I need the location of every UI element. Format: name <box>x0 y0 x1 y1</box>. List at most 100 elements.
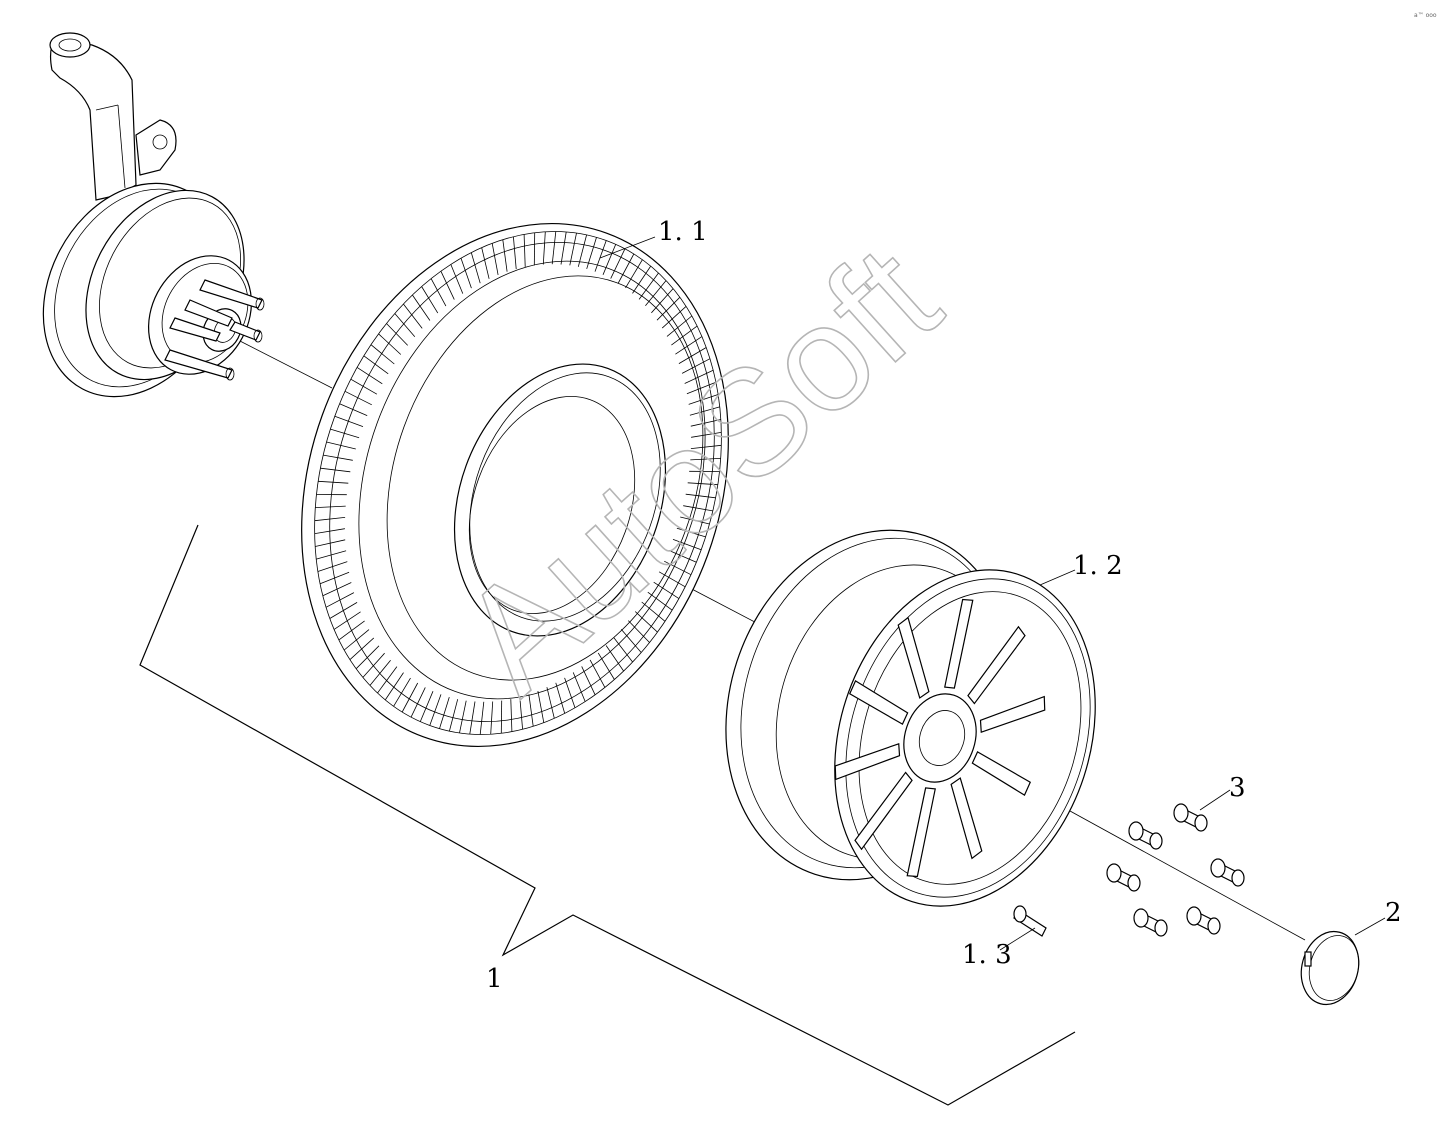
tread-groove <box>656 297 681 321</box>
steering-knuckle-hub <box>42 32 265 398</box>
assembly-bracket <box>139 524 1076 1106</box>
tread-groove <box>658 571 686 588</box>
tread-groove <box>319 571 350 585</box>
tread-groove <box>412 294 431 321</box>
tread-groove <box>419 691 434 722</box>
callout-rim: 1. 2 <box>1073 551 1123 581</box>
tread-groove <box>315 505 346 508</box>
tread-groove <box>318 480 349 484</box>
rim-spoke <box>944 598 974 689</box>
hub-cap <box>1300 930 1360 1006</box>
tread-groove <box>403 303 423 329</box>
tread-groove <box>401 682 419 713</box>
tread-groove <box>653 581 680 599</box>
tread-groove <box>317 561 348 572</box>
tread-groove <box>689 406 720 416</box>
tread-groove <box>675 336 703 355</box>
tread-groove <box>683 505 713 512</box>
tread-groove <box>613 637 633 663</box>
tread-groove <box>551 231 557 265</box>
tread-groove <box>634 611 658 633</box>
tread-groove <box>510 699 513 732</box>
tread-groove <box>577 234 587 267</box>
tread-groove <box>647 591 673 611</box>
tread-groove <box>641 601 666 622</box>
tread-groove <box>678 347 707 364</box>
rim-spoke <box>848 680 909 726</box>
tread-groove <box>555 682 566 714</box>
tread-groove <box>690 444 722 449</box>
callout-tire: 1. 1 <box>658 217 708 247</box>
tread-groove <box>481 247 490 279</box>
tire-tread-pattern <box>314 231 722 735</box>
tread-groove <box>645 280 667 307</box>
corner-mark: a™ ooo <box>1414 12 1437 19</box>
tread-groove <box>686 381 717 395</box>
tread-groove <box>363 355 389 375</box>
tread-groove <box>378 333 402 355</box>
lug-nut <box>1106 863 1141 892</box>
tread-groove <box>632 265 652 294</box>
rim-spoke <box>854 771 913 851</box>
tread-groove <box>469 701 476 735</box>
tread-groove <box>625 259 643 289</box>
tread-groove <box>490 701 494 735</box>
tread-groove <box>676 527 706 538</box>
rim-spoke <box>950 777 983 860</box>
tread-groove <box>349 637 375 660</box>
rim-spoke <box>967 625 1026 705</box>
tread-groove <box>581 666 596 695</box>
tread-groove <box>690 419 721 427</box>
wheel-studs <box>164 279 265 381</box>
rim-spoke <box>979 695 1046 734</box>
tread-groove <box>589 659 606 688</box>
callout-wheel-assembly: 1 <box>486 964 503 994</box>
tread-groove <box>586 237 597 270</box>
tread-groove <box>393 677 411 707</box>
tread-groove <box>572 672 586 702</box>
tread-groove <box>326 441 356 450</box>
tread-groove <box>316 550 347 560</box>
tread-groove <box>370 344 395 365</box>
tread-groove <box>523 234 526 267</box>
tire <box>301 222 729 748</box>
callout-valve: 1. 3 <box>962 940 1012 970</box>
lug-nut <box>1133 908 1168 937</box>
lug-nut <box>1173 803 1208 832</box>
tread-groove <box>430 278 447 307</box>
tread-groove <box>680 516 710 525</box>
rim-spoke <box>971 750 1032 796</box>
tread-groove <box>338 620 365 641</box>
tread-groove <box>439 696 450 729</box>
tread-groove <box>597 652 615 680</box>
tread-groove <box>610 248 626 279</box>
tread-groove <box>339 403 368 416</box>
tread-groove <box>333 611 361 630</box>
rim-spoke <box>897 616 930 699</box>
tread-groove <box>459 700 467 733</box>
tread-groove <box>440 271 455 300</box>
callout-hub-cap: 2 <box>1385 898 1402 928</box>
tread-groove <box>314 517 346 522</box>
tread-groove <box>690 458 721 461</box>
tread-groove <box>668 550 697 563</box>
tread-groove <box>651 288 674 314</box>
callout-lug-nut: 3 <box>1229 773 1246 803</box>
lug-nut <box>1210 858 1245 887</box>
tread-groove <box>450 264 464 294</box>
tread-groove <box>528 694 534 727</box>
tread-groove <box>369 659 391 686</box>
tread-groove <box>617 253 635 284</box>
tread-groove <box>687 482 718 486</box>
tread-groove <box>344 390 372 406</box>
rim-spoke <box>834 742 901 781</box>
tread-groove <box>542 231 546 265</box>
tread-groove <box>334 415 364 427</box>
tread-groove <box>329 602 358 619</box>
tread-groove <box>513 236 517 270</box>
tread-groove <box>672 539 702 551</box>
tread-groove <box>410 687 426 718</box>
tread-groove <box>429 694 442 726</box>
tread-groove <box>620 629 642 653</box>
rim-spoke <box>906 787 936 878</box>
